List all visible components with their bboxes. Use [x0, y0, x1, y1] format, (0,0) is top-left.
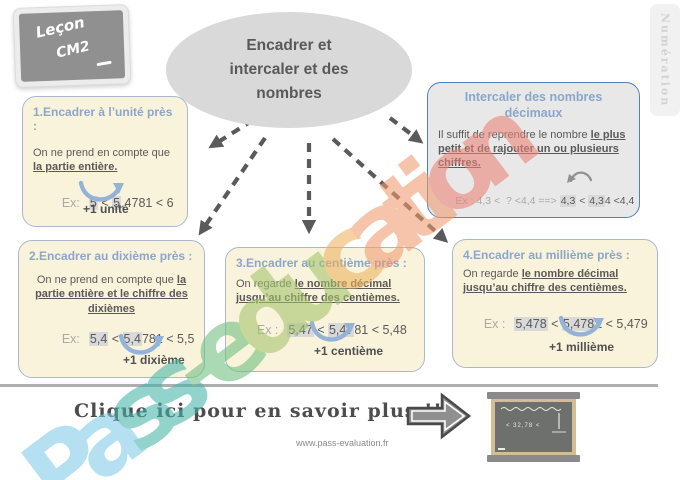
box-encadrer-dixieme: 2.Encadrer au dixième près : On ne prend… — [18, 240, 205, 378]
example-line: Ex:5,4 < 5,4781 < 5,5 — [61, 331, 195, 346]
chalk-writing-icon — [500, 407, 566, 433]
board-frame: < 32,78 < — [491, 399, 576, 455]
chalk-text: < 32,78 < — [506, 423, 541, 429]
body-text: On regarde — [236, 278, 295, 290]
body-text: On regarde — [463, 268, 522, 280]
highlight: 5,478 — [561, 316, 596, 331]
box-body: Il suffit de reprendre le nombre le plus… — [438, 128, 629, 171]
body-underlined: le nombre décimal jusqu’au chiffre des c… — [236, 278, 400, 305]
body-underlined: le nombre décimal jusqu’au chiffre des c… — [463, 268, 627, 295]
grade-label: CM2 — [54, 38, 92, 62]
website-url: www.pass-evaluation.fr — [296, 438, 389, 448]
box-encadrer-millieme: 4.Encadrer au millième près : On regarde… — [452, 239, 658, 368]
highlight: 4,3 — [588, 195, 605, 208]
board-bottom-rail — [487, 455, 580, 462]
ex-label: Ex: — [61, 195, 80, 210]
box-heading: Intercaler des nombres décimaux — [464, 90, 603, 121]
body-underlined: la partie entière. — [33, 161, 118, 174]
dashed-arrow-intercaler-icon — [388, 116, 424, 144]
box-heading: 2.Encadrer au dixième près : — [29, 249, 193, 263]
box-encadrer-centieme: 3.Encadrer au centième près : On regarde… — [225, 247, 425, 372]
example-line: Ex :5,478 < 5,4781 < 5,479 — [483, 316, 648, 331]
dashed-arrow-dixieme-icon — [198, 136, 267, 236]
box-heading: 3.Encadrer au centième près : — [236, 256, 407, 270]
body-text: On ne prend en compte que — [36, 274, 177, 286]
increment-label: +1 millième — [549, 340, 615, 354]
learn-more-link[interactable]: Clique ici pour en savoir plus !!! — [74, 400, 453, 422]
box-body: On ne prend en compte que la partie enti… — [33, 146, 177, 175]
box-heading: 1.Encadrer à l’unité près : — [33, 105, 173, 133]
title-line-3: nombres — [256, 85, 322, 102]
chalkboard-surface: Leçon CM2 — [18, 10, 126, 82]
increment-label: +1 unité — [83, 202, 129, 216]
box-body: On regarde le nombre décimal jusqu’au ch… — [236, 277, 414, 306]
box-heading: 4.Encadrer au millième près : — [463, 248, 630, 262]
arc-arrow-icon — [567, 171, 593, 183]
highlight: 5,478 — [514, 316, 548, 331]
category-tab: Numération — [650, 4, 680, 116]
ex-label: Ex : 4,3 < ? <4,4 ==> — [455, 195, 560, 208]
chalk-stick — [498, 448, 505, 450]
body-text: On ne prend en compte que — [33, 147, 170, 159]
body-underlined: la partie entière et le chiffre des dixi… — [35, 274, 188, 315]
box-intercaler: Intercaler des nombres décimaux Il suffi… — [427, 82, 640, 218]
curve-arrow-icon — [118, 333, 164, 355]
example-line: Ex : 4,3 < ? <4,4 ==> 4,3 < 4,34 <4,4 — [455, 195, 635, 208]
ex-label: Ex : — [256, 322, 279, 337]
chalk-dash — [96, 60, 112, 67]
board-top-rail — [487, 392, 580, 399]
highlight: 5 — [88, 195, 98, 210]
category-label: Numération — [658, 12, 672, 108]
curve-arrow-icon — [78, 180, 124, 202]
title-bubble: Encadrer et intercaler et des nombres — [166, 12, 412, 128]
box-body: On regarde le nombre décimal jusqu’au ch… — [463, 267, 647, 296]
body-text: Il suffit de reprendre le nombre — [438, 128, 591, 141]
chalkboard-thumbnail: < 32,78 < — [487, 392, 580, 462]
forward-arrow-icon[interactable] — [406, 392, 472, 440]
curve-arrow-icon — [558, 315, 604, 337]
footer-divider — [0, 384, 658, 387]
curve-arrow-icon — [309, 320, 355, 342]
box-body: On ne prend en compte que la partie enti… — [29, 273, 194, 316]
title-line-2: intercaler et des — [229, 60, 349, 78]
increment-label: +1 centième — [314, 344, 384, 358]
example-line: Ex:5 < 5,4781 < 6 — [61, 195, 174, 210]
lesson-board-icon: Leçon CM2 — [12, 4, 132, 88]
increment-label: +1 dixième — [123, 353, 185, 367]
highlight: 4,3 — [559, 195, 577, 208]
box-encadrer-unite: 1.Encadrer à l’unité près : On ne prend … — [22, 96, 188, 227]
highlight: 5,47 — [287, 322, 314, 337]
highlight: 5,4 — [88, 331, 109, 346]
highlight: 5 — [112, 195, 122, 210]
ex-label: Ex: — [61, 331, 80, 346]
title-line-1: Encadrer et — [246, 36, 332, 54]
highlight: 5,4 — [122, 331, 142, 346]
lesson-label: Leçon — [33, 13, 87, 42]
body-underlined: le plus petit et de rajouter un ou plusi… — [438, 128, 626, 170]
ex-label: Ex : — [483, 316, 506, 331]
board-surface: < 32,78 < — [495, 402, 572, 452]
